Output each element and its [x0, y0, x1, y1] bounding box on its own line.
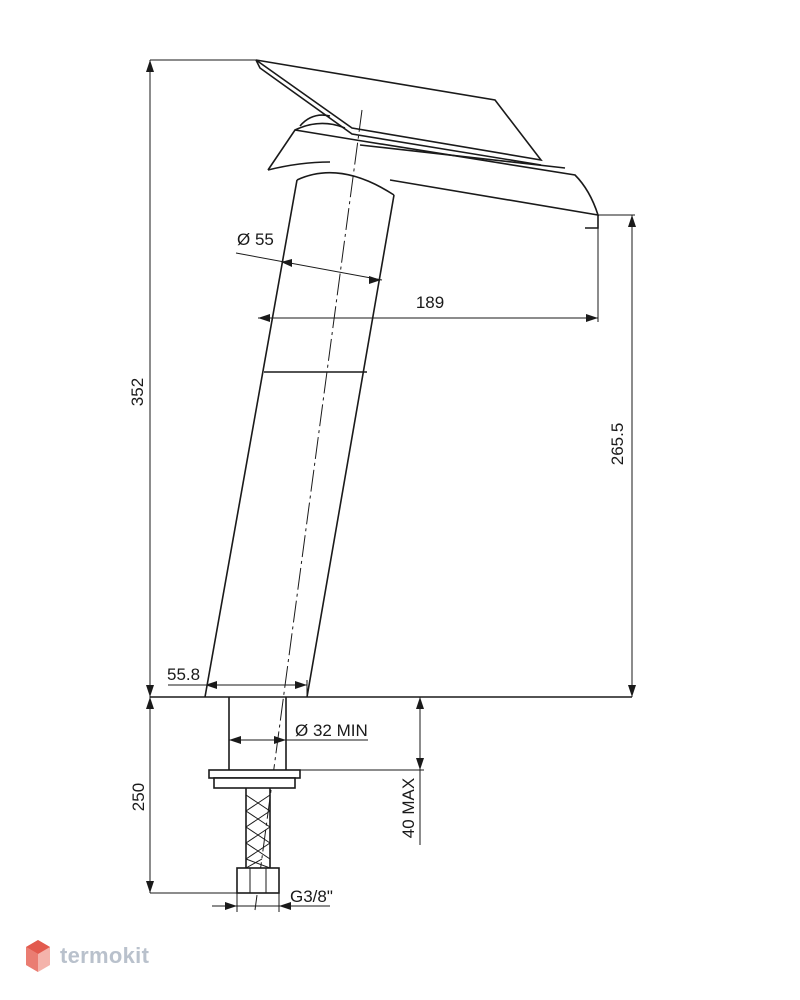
dimension-label-below-counter: 250 — [129, 783, 148, 811]
faucet-body — [150, 171, 632, 698]
dimension-base-offset: 55.8 — [167, 665, 308, 697]
dimension-spout-reach: 189 — [258, 228, 599, 322]
dimension-label-spout-reach: 189 — [416, 293, 444, 312]
dimension-hole-diameter: Ø 32 MIN — [229, 721, 368, 744]
dimension-body-diameter: Ø 55 — [235, 230, 383, 284]
dimension-label-connector-thread: G3/8" — [290, 887, 333, 906]
mounting-shank — [208, 697, 301, 789]
dimension-label-spout-height: 265.5 — [608, 423, 627, 466]
lever-handle — [255, 59, 543, 166]
brand-watermark: termokit — [24, 936, 149, 976]
braided-hose — [245, 788, 271, 869]
dimension-counter-thickness: 40 MAX — [300, 697, 424, 845]
dimension-below-counter: 250 — [129, 697, 237, 894]
dimension-label-body-diameter: Ø 55 — [237, 230, 274, 249]
dimension-label-hole-diameter: Ø 32 MIN — [295, 721, 368, 740]
dimension-total-height: 352 — [128, 59, 256, 697]
faucet-spout — [267, 122, 600, 229]
dimension-connector-thread: G3/8" — [212, 887, 333, 912]
brand-logo-icon — [26, 940, 50, 972]
dimension-spout-height: 265.5 — [598, 214, 636, 697]
dimension-label-total-height: 352 — [128, 378, 147, 406]
brand-name: termokit — [60, 943, 150, 968]
dimension-label-counter-thickness: 40 MAX — [399, 778, 418, 838]
dimension-label-base-offset: 55.8 — [167, 665, 200, 684]
hose-nut — [236, 867, 280, 894]
